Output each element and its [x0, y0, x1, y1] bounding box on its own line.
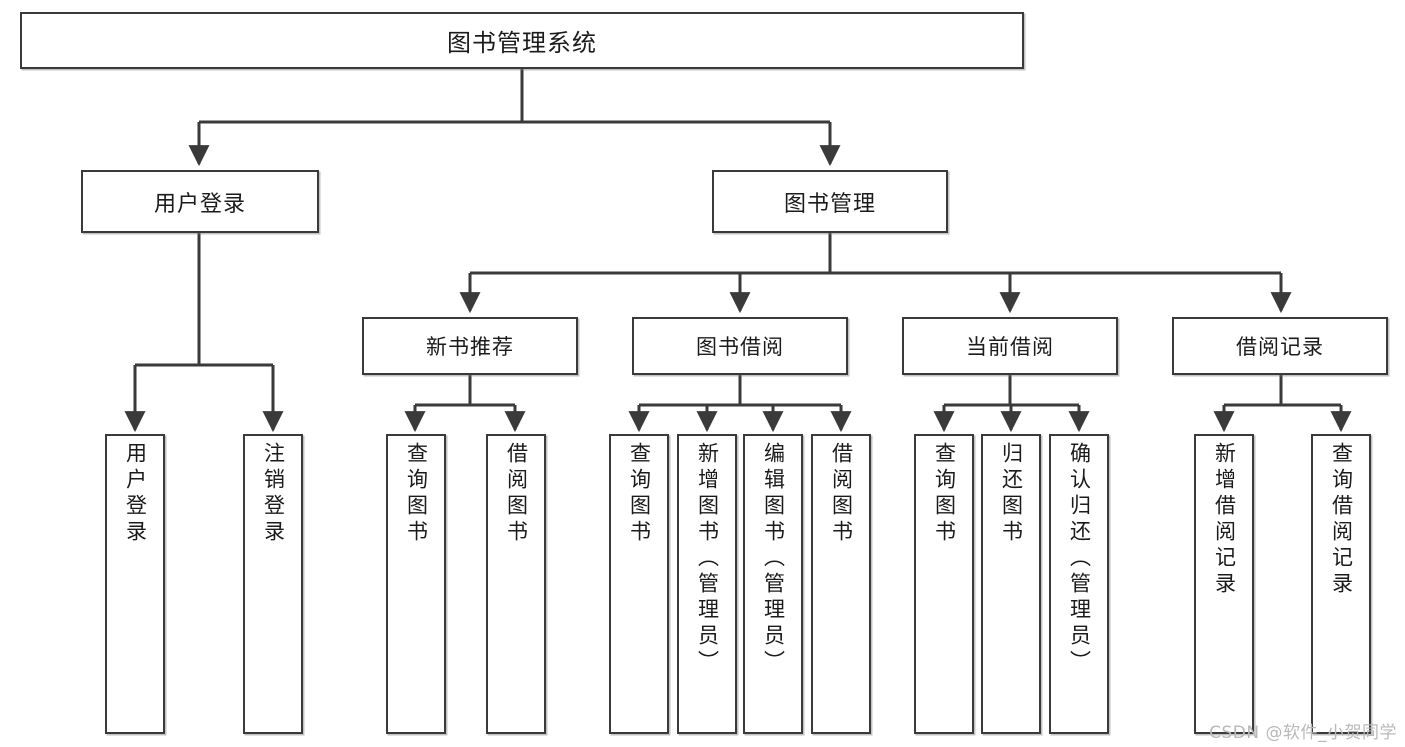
leaf-query-record-label: 查询借阅记录: [1329, 442, 1354, 598]
node-borrow-record-label: 借阅记录: [1236, 335, 1324, 359]
node-current-borrow[interactable]: 当前借阅: [902, 317, 1118, 375]
leaf-query-book-2[interactable]: 查询图书: [609, 434, 669, 734]
node-new-book-rec-label: 新书推荐: [426, 335, 514, 359]
node-current-borrow-label: 当前借阅: [966, 335, 1054, 359]
leaf-return-book[interactable]: 归还图书: [981, 434, 1041, 734]
leaf-borrow-book-1[interactable]: 借阅图书: [486, 434, 546, 734]
leaf-logout[interactable]: 注销登录: [243, 434, 303, 734]
leaf-query-book-3[interactable]: 查询图书: [914, 434, 974, 734]
leaf-return-book-label: 归还图书: [999, 442, 1024, 546]
node-book-manage-label: 图书管理: [783, 191, 876, 217]
leaf-confirm-return[interactable]: 确认归还（管理员）: [1049, 434, 1109, 734]
leaf-add-record-label: 新增借阅记录: [1212, 442, 1237, 598]
leaf-confirm-return-label: 确认归还（管理员）: [1067, 442, 1092, 676]
node-borrow-record[interactable]: 借阅记录: [1172, 317, 1388, 375]
leaf-query-book-2-label: 查询图书: [627, 442, 652, 546]
node-root[interactable]: 图书管理系统: [20, 12, 1024, 69]
node-user-login[interactable]: 用户登录: [81, 170, 319, 233]
leaf-edit-book[interactable]: 编辑图书（管理员）: [743, 434, 803, 734]
watermark: CSDN @软件_小贺同学: [1209, 723, 1397, 743]
leaf-query-record[interactable]: 查询借阅记录: [1311, 434, 1371, 734]
node-book-borrow[interactable]: 图书借阅: [632, 317, 848, 375]
leaf-add-record[interactable]: 新增借阅记录: [1194, 434, 1254, 734]
leaf-logout-label: 注销登录: [261, 442, 286, 546]
leaf-add-book[interactable]: 新增图书（管理员）: [677, 434, 737, 734]
leaf-query-book-1-label: 查询图书: [404, 442, 429, 546]
node-book-manage[interactable]: 图书管理: [712, 170, 948, 233]
leaf-add-book-label: 新增图书（管理员）: [695, 442, 720, 676]
node-root-label: 图书管理系统: [447, 29, 597, 57]
leaf-borrow-book-2-label: 借阅图书: [829, 442, 854, 546]
leaf-user-login-label: 用户登录: [123, 442, 148, 546]
leaf-user-login[interactable]: 用户登录: [105, 434, 165, 734]
leaf-query-book-3-label: 查询图书: [932, 442, 957, 546]
node-new-book-rec[interactable]: 新书推荐: [362, 317, 578, 375]
leaf-borrow-book-2[interactable]: 借阅图书: [811, 434, 871, 734]
node-book-borrow-label: 图书借阅: [696, 335, 784, 359]
leaf-borrow-book-1-label: 借阅图书: [504, 442, 529, 546]
node-user-login-label: 用户登录: [153, 191, 246, 217]
leaf-query-book-1[interactable]: 查询图书: [386, 434, 446, 734]
leaf-edit-book-label: 编辑图书（管理员）: [761, 442, 786, 676]
